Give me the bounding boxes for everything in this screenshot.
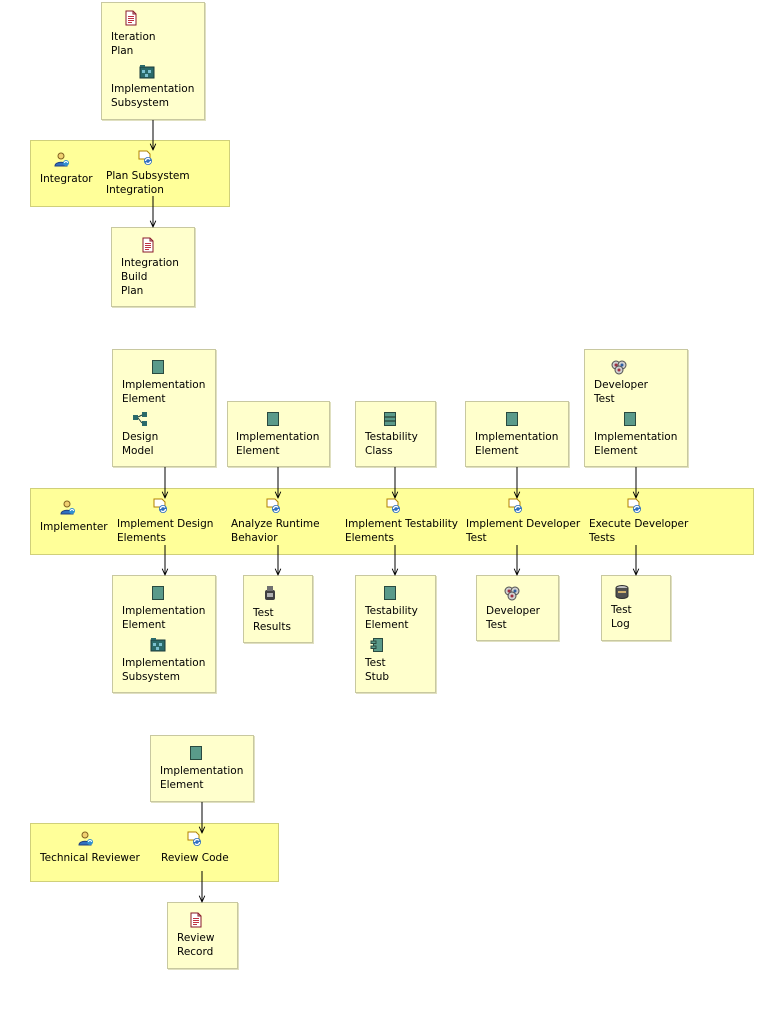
role-band-integrator — [30, 140, 230, 207]
artifact-label: Test Results — [253, 607, 291, 633]
task-implement-design-elements[interactable]: Implement Design Elements — [117, 517, 213, 545]
artifact-design-model[interactable]: Design Model — [122, 430, 158, 458]
artifact-implementation-element[interactable]: Implementation Element — [160, 764, 243, 792]
artifact-label: Testability Class — [365, 431, 418, 457]
artifact-label: Developer Test — [594, 379, 649, 405]
task-implement-testability-elements[interactable]: Implement Testability Elements — [345, 517, 458, 545]
task-label: Execute Developer Tests — [589, 518, 689, 544]
artifact-test-results[interactable]: Test Results — [253, 606, 291, 634]
artifact-implementation-element[interactable]: Implementation Element — [122, 378, 205, 406]
artifact-implementation-subsystem[interactable]: Implementation Subsystem — [111, 82, 194, 110]
role-implementer[interactable]: Implementer — [40, 520, 108, 534]
task-implement-developer-test[interactable]: Implement Developer Test — [466, 517, 580, 545]
role-integrator[interactable]: Integrator — [40, 172, 93, 186]
artifact-implementation-element[interactable]: Implementation Element — [475, 430, 558, 458]
input-box-execute-developer-tests — [584, 349, 688, 467]
artifact-iteration-plan[interactable]: Iteration Plan — [111, 30, 156, 58]
task-label: Implement Design Elements — [117, 518, 214, 544]
artifact-test-log[interactable]: Test Log — [611, 603, 632, 631]
task-plan-subsystem-integration[interactable]: Plan Subsystem Integration — [106, 169, 190, 197]
role-band-technical-reviewer — [30, 823, 279, 882]
input-box-plan-subsystem-integration — [101, 2, 205, 120]
output-box-implement-design-elements — [112, 575, 216, 693]
artifact-label: Implementation Element — [236, 431, 320, 457]
artifact-implementation-element[interactable]: Implementation Element — [594, 430, 677, 458]
input-box-review-code — [150, 735, 254, 802]
task-label: Plan Subsystem Integration — [106, 170, 190, 196]
artifact-developer-test[interactable]: Developer Test — [594, 378, 648, 406]
task-label: Implement Developer Test — [466, 518, 581, 544]
artifact-label: Integration Build Plan — [121, 257, 179, 297]
artifact-implementation-element[interactable]: Implementation Element — [122, 604, 205, 632]
artifact-implementation-element[interactable]: Implementation Element — [236, 430, 319, 458]
input-box-implement-design-elements — [112, 349, 216, 467]
artifact-label: Test Stub — [365, 657, 390, 683]
artifact-label: Iteration Plan — [111, 31, 156, 57]
artifact-testability-element[interactable]: Testability Element — [365, 604, 418, 632]
task-review-code[interactable]: Review Code — [161, 851, 229, 865]
role-label: Integrator — [40, 173, 93, 185]
role-label: Technical Reviewer — [40, 852, 140, 864]
artifact-label: Implementation Element — [122, 605, 206, 631]
artifact-label: Implementation Element — [160, 765, 244, 791]
task-label: Review Code — [161, 852, 229, 864]
task-execute-developer-tests[interactable]: Execute Developer Tests — [589, 517, 688, 545]
artifact-label: Test Log — [611, 604, 632, 630]
artifact-developer-test[interactable]: Developer Test — [486, 604, 540, 632]
role-label: Implementer — [40, 521, 108, 533]
artifact-label: Testability Element — [365, 605, 418, 631]
task-analyze-runtime-behavior[interactable]: Analyze Runtime Behavior — [231, 517, 320, 545]
output-box-implement-developer-test — [476, 575, 559, 641]
artifact-label: Implementation Element — [475, 431, 559, 457]
role-technical-reviewer[interactable]: Technical Reviewer — [40, 851, 140, 865]
artifact-review-record[interactable]: Review Record — [177, 931, 214, 959]
task-label: Implement Testability Elements — [345, 518, 459, 544]
artifact-label: Implementation Subsystem — [122, 657, 206, 683]
output-box-analyze-runtime-behavior — [243, 575, 313, 643]
artifact-label: Design Model — [122, 431, 159, 457]
task-label: Analyze Runtime Behavior — [231, 518, 320, 544]
artifact-test-stub[interactable]: Test Stub — [365, 656, 389, 684]
artifact-label: Developer Test — [486, 605, 541, 631]
artifact-testability-class[interactable]: Testability Class — [365, 430, 418, 458]
artifact-label: Implementation Element — [122, 379, 206, 405]
artifact-label: Implementation Element — [594, 431, 678, 457]
artifact-implementation-subsystem[interactable]: Implementation Subsystem — [122, 656, 205, 684]
artifact-label: Review Record — [177, 932, 215, 958]
artifact-integration-build-plan[interactable]: Integration Build Plan — [121, 256, 179, 298]
artifact-label: Implementation Subsystem — [111, 83, 195, 109]
